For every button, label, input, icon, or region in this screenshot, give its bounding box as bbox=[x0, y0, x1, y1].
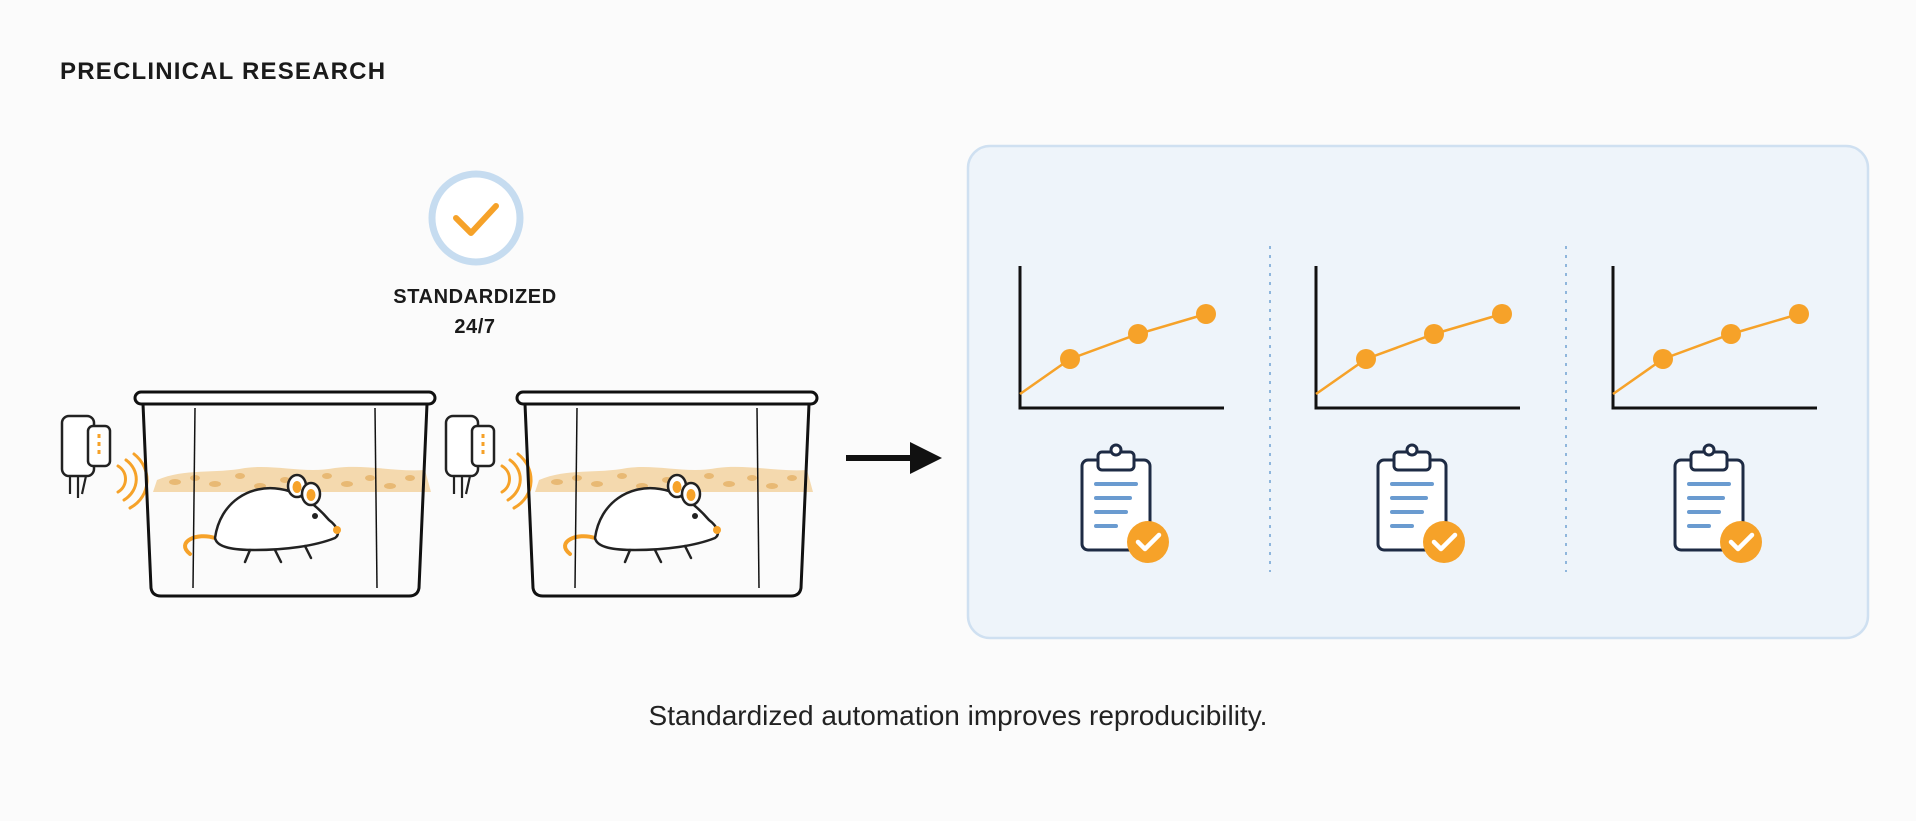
section-title: PRECLINICAL RESEARCH bbox=[60, 58, 387, 85]
sensor-icon bbox=[60, 414, 149, 510]
standardized-line-2: 24/7 bbox=[454, 316, 496, 338]
arrow-right-icon bbox=[846, 442, 942, 474]
cage-2 bbox=[515, 390, 819, 598]
caption: Standardized automation improves reprodu… bbox=[648, 700, 1268, 731]
results-panel bbox=[966, 144, 1870, 640]
cage-1 bbox=[133, 390, 437, 598]
standardized-label: STANDARDIZED 24/7 bbox=[360, 282, 590, 342]
check-ring-icon bbox=[428, 170, 524, 266]
sensor-icon bbox=[444, 414, 533, 510]
standardized-line-1: STANDARDIZED bbox=[393, 286, 557, 308]
